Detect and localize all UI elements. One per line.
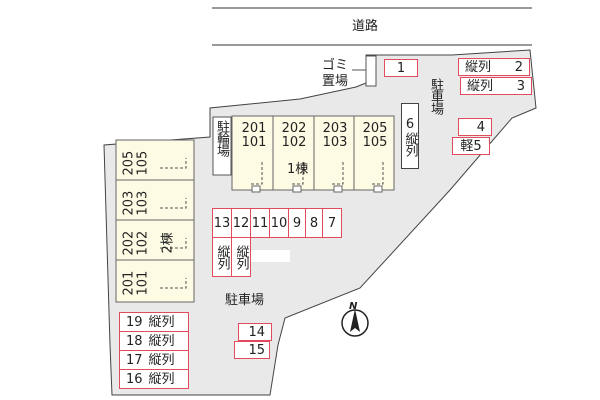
- parking-slot: 11: [250, 208, 270, 238]
- slot-number: 18: [126, 333, 143, 349]
- slot-type-label: 縦列: [402, 131, 418, 156]
- building-1-name: 1棟: [287, 162, 309, 177]
- blank-patch: [250, 250, 290, 262]
- parking-label-vertical: 駐車場: [428, 78, 443, 114]
- building-1-stair-lines: [250, 162, 384, 185]
- unit-number-lower: 102: [135, 230, 151, 256]
- unit-number-upper: 201: [241, 121, 267, 136]
- parking-slot-tandem: 縦列: [212, 237, 232, 277]
- parking-slot: 1: [384, 59, 418, 77]
- parking-slot: 14: [238, 323, 272, 341]
- parking-slot: 軽5: [452, 137, 490, 155]
- slot-type-label: 縦列: [467, 78, 494, 94]
- garbage-station-label-line2: 置場: [322, 74, 349, 89]
- parking-slot: 7: [322, 208, 342, 238]
- door-mark: [292, 185, 302, 193]
- slot-number: 16: [126, 371, 143, 387]
- unit-number-lower: 101: [241, 135, 267, 150]
- parking-slot: 縦列 3: [460, 77, 532, 95]
- slot-type-label: 縦列: [465, 59, 492, 75]
- unit-number-lower: 105: [362, 135, 388, 150]
- unit-number-lower: 101: [135, 270, 151, 296]
- parking-slot: 18 縦列: [119, 331, 189, 351]
- parking-slot: 13: [212, 208, 232, 238]
- door-mark: [333, 185, 343, 193]
- building-2: [115, 139, 195, 303]
- unit-number-lower: 105: [135, 150, 151, 176]
- slot-type-label: 縦列: [148, 352, 175, 368]
- slot-number: 2: [514, 59, 523, 75]
- slot-type-label: 縦列: [148, 314, 175, 330]
- slot-number: 19: [126, 314, 143, 330]
- slot-type-label: 縦列: [148, 333, 175, 349]
- parking-slot: 12: [231, 208, 251, 238]
- door-mark: [251, 185, 261, 193]
- door-mark: [373, 185, 383, 193]
- slot-number: 17: [126, 352, 143, 368]
- unit-number-lower: 102: [281, 135, 307, 150]
- unit-number-upper: 201: [121, 270, 137, 296]
- parking-slot: 8: [305, 208, 323, 238]
- slot-number: 6: [405, 116, 415, 132]
- unit-number-upper: 203: [322, 121, 348, 136]
- slot-type-label: 縦列: [233, 245, 249, 269]
- unit-number-lower: 103: [135, 190, 151, 216]
- unit-number-upper: 202: [121, 230, 137, 256]
- unit-number-upper: 203: [121, 190, 137, 216]
- building-1: [231, 115, 395, 191]
- parking-slot: 17 縦列: [119, 350, 189, 370]
- building-2-name: 2棟: [160, 232, 176, 254]
- parking-slot: 縦列 2: [458, 58, 530, 76]
- road-label: 道路: [352, 19, 379, 34]
- garbage-station-label-line1: ゴミ: [322, 58, 349, 73]
- parking-slot: 16 縦列: [119, 369, 189, 389]
- unit-number-upper: 205: [362, 121, 388, 136]
- parking-slot: 10: [269, 208, 289, 238]
- garbage-bin-box: [365, 55, 377, 87]
- parking-slot-6: 6 縦列: [401, 103, 419, 169]
- slot-type-label: 縦列: [214, 245, 230, 269]
- unit-number-upper: 202: [281, 121, 307, 136]
- parking-slot: 4: [458, 118, 492, 136]
- north-label: N: [349, 301, 358, 312]
- parking-label-bottom: 駐車場: [225, 293, 265, 308]
- parking-slot: 9: [288, 208, 306, 238]
- bicycle-parking-label: 駐輪場: [214, 120, 229, 156]
- parking-slot: 15: [234, 341, 270, 359]
- unit-number-lower: 103: [322, 135, 348, 150]
- bicycle-parking-box: [212, 116, 232, 176]
- unit-number-upper: 205: [121, 150, 137, 176]
- slot-type-label: 縦列: [148, 371, 175, 387]
- parking-slot-tandem: 縦列: [231, 237, 251, 277]
- parking-slot: 19 縦列: [119, 312, 189, 332]
- north-arrow-icon: [341, 309, 369, 337]
- slot-number: 3: [516, 78, 525, 94]
- building-2-stair-lines: [160, 158, 187, 289]
